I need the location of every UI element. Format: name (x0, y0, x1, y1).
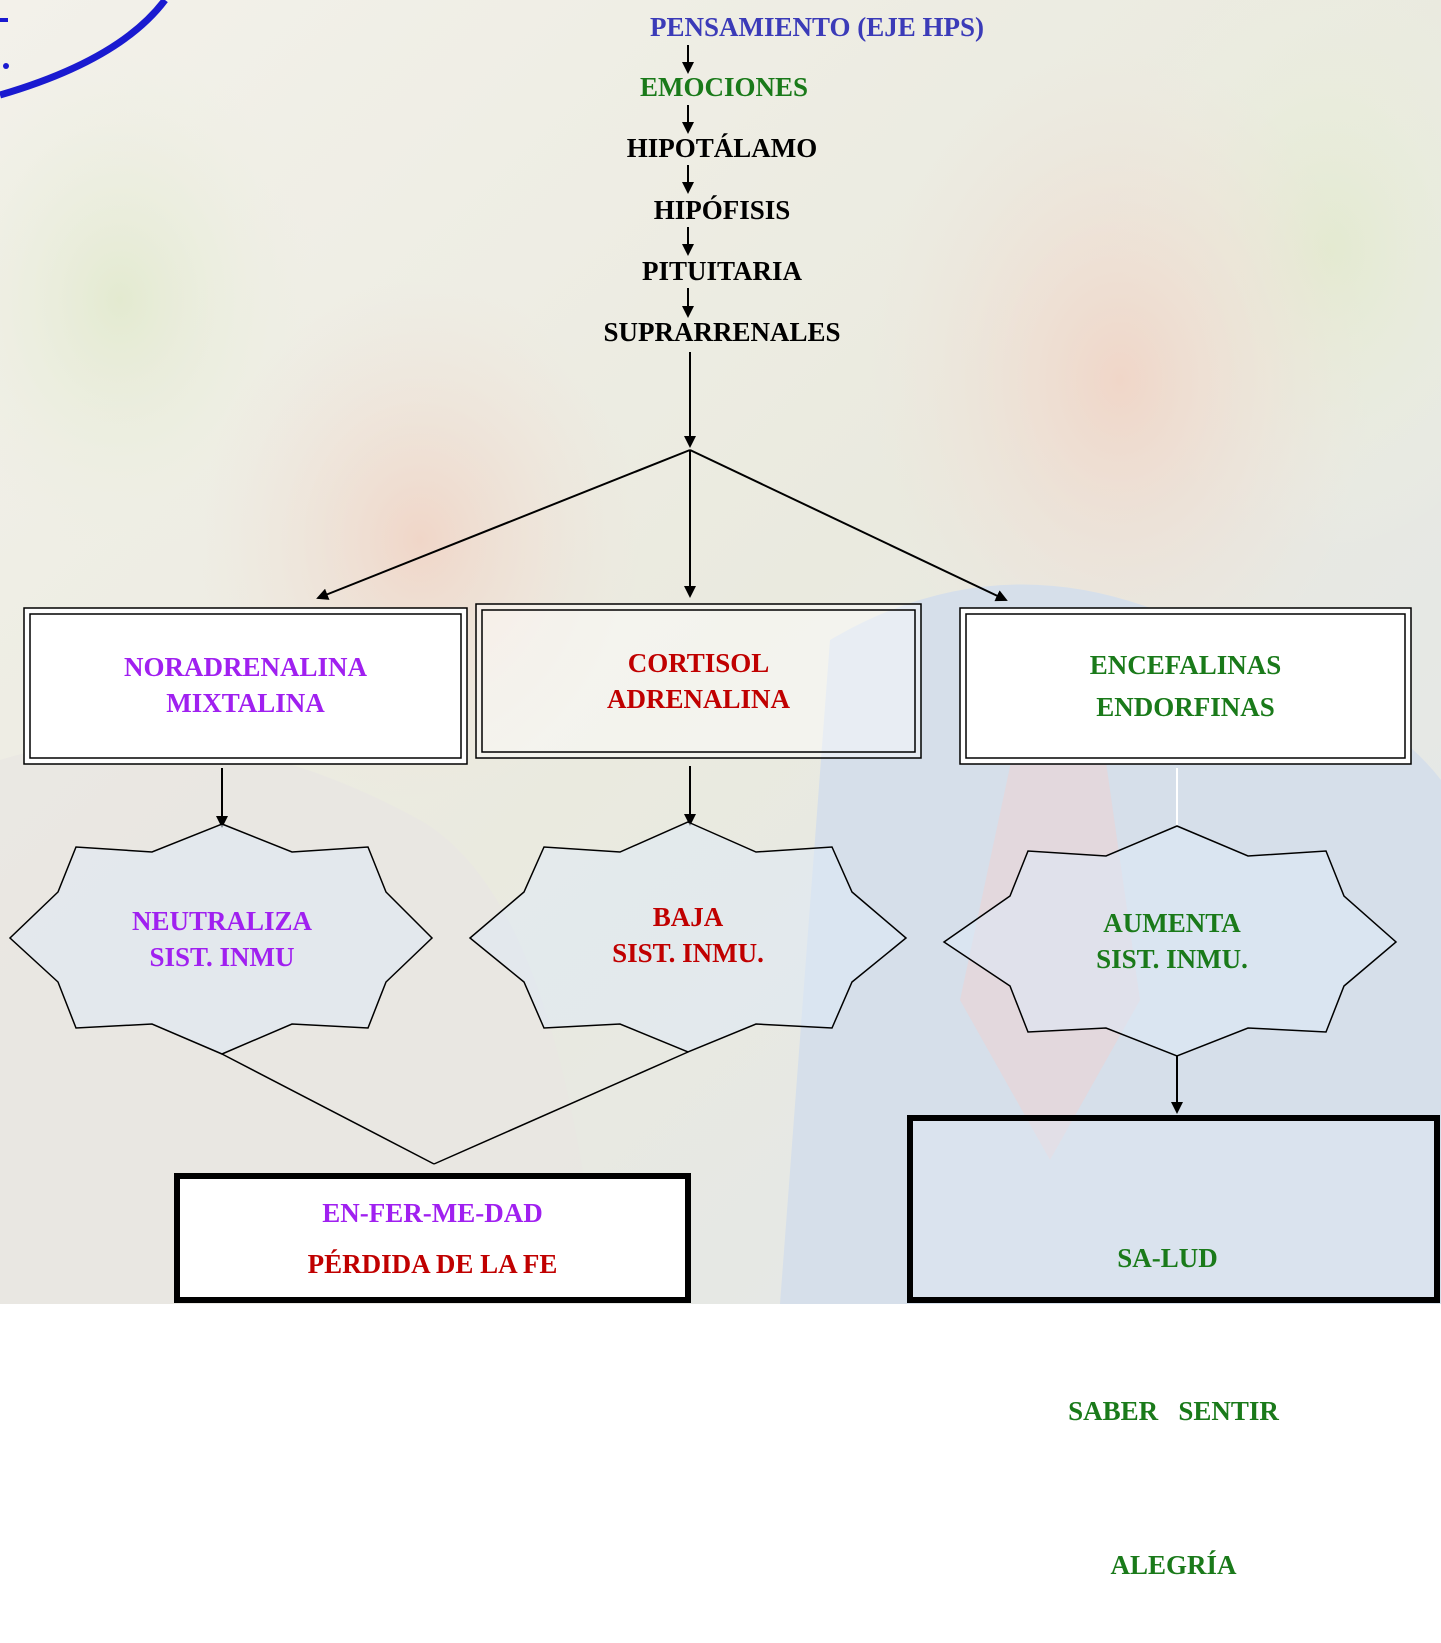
star-center-line1: BAJA (652, 902, 724, 932)
star-right-line2: SIST. INMU. (1096, 943, 1248, 974)
illness-line1: EN-FER-ME-DAD (322, 1198, 543, 1228)
star-right-line1: AUMENTA (1103, 908, 1241, 938)
flowchart (8, 45, 1440, 1303)
arrow-to-right-box (689, 449, 1008, 602)
line-center-star-to-illness (433, 1051, 689, 1165)
box-center-line1: CORTISOL (627, 648, 770, 678)
star-left-line2: SIST. INMU (149, 941, 295, 972)
health-box-frame (907, 1115, 1440, 1303)
health-text: SA-LUD SABER SENTIR ALEGRÍA (913, 1130, 1434, 1643)
chain-pituitaria: PITUITARIA (641, 256, 803, 286)
star-left-line1: NEUTRALIZA (131, 906, 313, 936)
illness-line2: PÉRDIDA DE LA FE (307, 1249, 558, 1280)
chain-emociones: EMOCIONES (639, 72, 809, 102)
box-right-text: ENCEFALINAS ENDORFINAS (966, 648, 1405, 726)
chain-hipotalamo: HIPOTÁLAMO (626, 133, 818, 163)
box-left-text: NORADRENALINA MIXTALINA (30, 650, 461, 722)
health-line3: ALEGRÍA (1110, 1550, 1237, 1581)
box-center-text: CORTISOL ADRENALINA (482, 646, 915, 718)
illness-text: EN-FER-ME-DAD PÉRDIDA DE LA FE (180, 1188, 685, 1291)
branch-arrows (316, 449, 1008, 602)
chain-arrows (682, 45, 696, 448)
chain-pensamiento: PENSAMIENTO (EJE HPS) (649, 12, 985, 42)
star-center-text: BAJA SIST. INMU. (538, 900, 838, 972)
star-left-text: NEUTRALIZA SIST. INMU (72, 904, 372, 976)
health-line2: SABER SENTIR (1068, 1396, 1279, 1427)
arrow-to-left-box (316, 449, 691, 600)
illness-box-frame (174, 1173, 691, 1303)
box-center-line2: ADRENALINA (606, 683, 790, 714)
health-line1: SA-LUD (1117, 1242, 1218, 1273)
box-right-line1: ENCEFALINAS (1089, 650, 1282, 680)
chain-hipofisis: HIPÓFISIS (653, 195, 791, 225)
chain-suprarrenales: SUPRARRENALES (603, 317, 841, 347)
line-left-star-to-illness (221, 1053, 435, 1165)
box-right-frame (959, 607, 1412, 765)
box-center-frame (475, 603, 922, 759)
box-left-line2: MIXTALINA (166, 687, 325, 718)
star-center-line2: SIST. INMU. (612, 937, 764, 968)
box-right-line2: ENDORFINAS (1096, 691, 1275, 722)
box-left-frame (23, 607, 468, 765)
star-right-text: AUMENTA SIST. INMU. (1022, 906, 1322, 978)
box-left-line1: NORADRENALINA (123, 652, 367, 682)
